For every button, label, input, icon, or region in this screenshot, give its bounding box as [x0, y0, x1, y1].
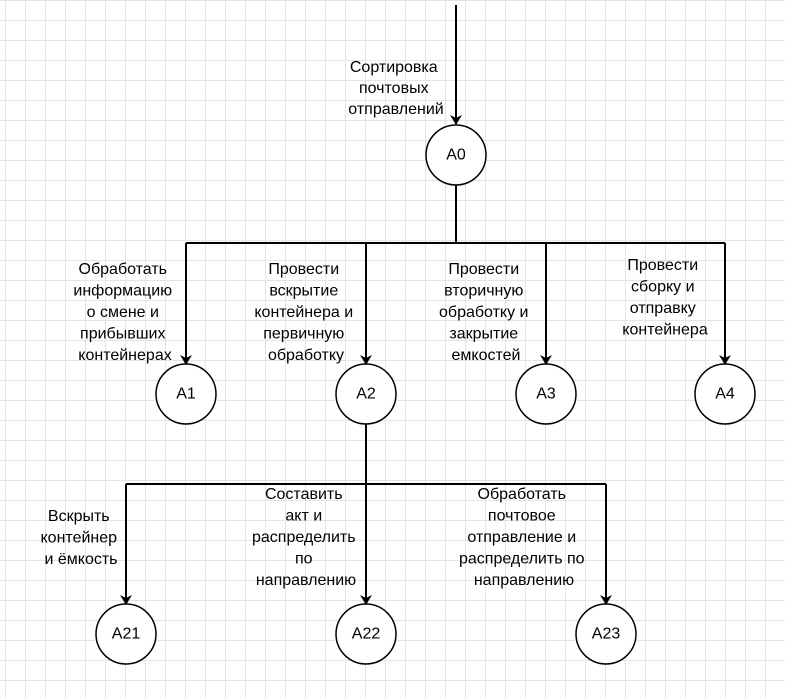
caption-a23: Обработать почтовое отправление и распре…	[459, 486, 589, 589]
node-a21-label: A21	[112, 626, 141, 643]
node-a4[interactable]: A4	[694, 363, 756, 425]
node-a22[interactable]: A22	[335, 603, 397, 665]
node-a2-label: A2	[356, 386, 376, 403]
caption-a21: Вскрыть контейнер и ёмкость	[41, 508, 122, 568]
caption-a1: Обработать информацию о смене и прибывши…	[73, 261, 176, 364]
node-a3[interactable]: A3	[515, 363, 577, 425]
caption-a2: Провести вскрытие контейнера и первичную…	[254, 261, 357, 364]
node-a4-label: A4	[715, 386, 735, 403]
node-a1[interactable]: A1	[155, 363, 217, 425]
caption-a4: Провести сборку и отправку контейнера	[622, 257, 708, 339]
connectors	[120, 5, 731, 605]
node-a1-label: A1	[176, 386, 196, 403]
caption-a3: Провести вторичную обработку и закрытие …	[439, 261, 533, 364]
node-a0[interactable]: A0	[425, 124, 487, 186]
caption-a22: Составить акт и распределить по направле…	[252, 486, 360, 589]
node-a3-label: A3	[536, 386, 556, 403]
node-a23[interactable]: A23	[575, 603, 637, 665]
node-a21[interactable]: A21	[95, 603, 157, 665]
node-a2[interactable]: A2	[335, 363, 397, 425]
node-a22-label: A22	[352, 626, 381, 643]
node-a23-label: A23	[592, 626, 621, 643]
caption-a0: Сортировка почтовых отправлений	[348, 59, 443, 118]
node-a0-label: A0	[446, 147, 466, 164]
